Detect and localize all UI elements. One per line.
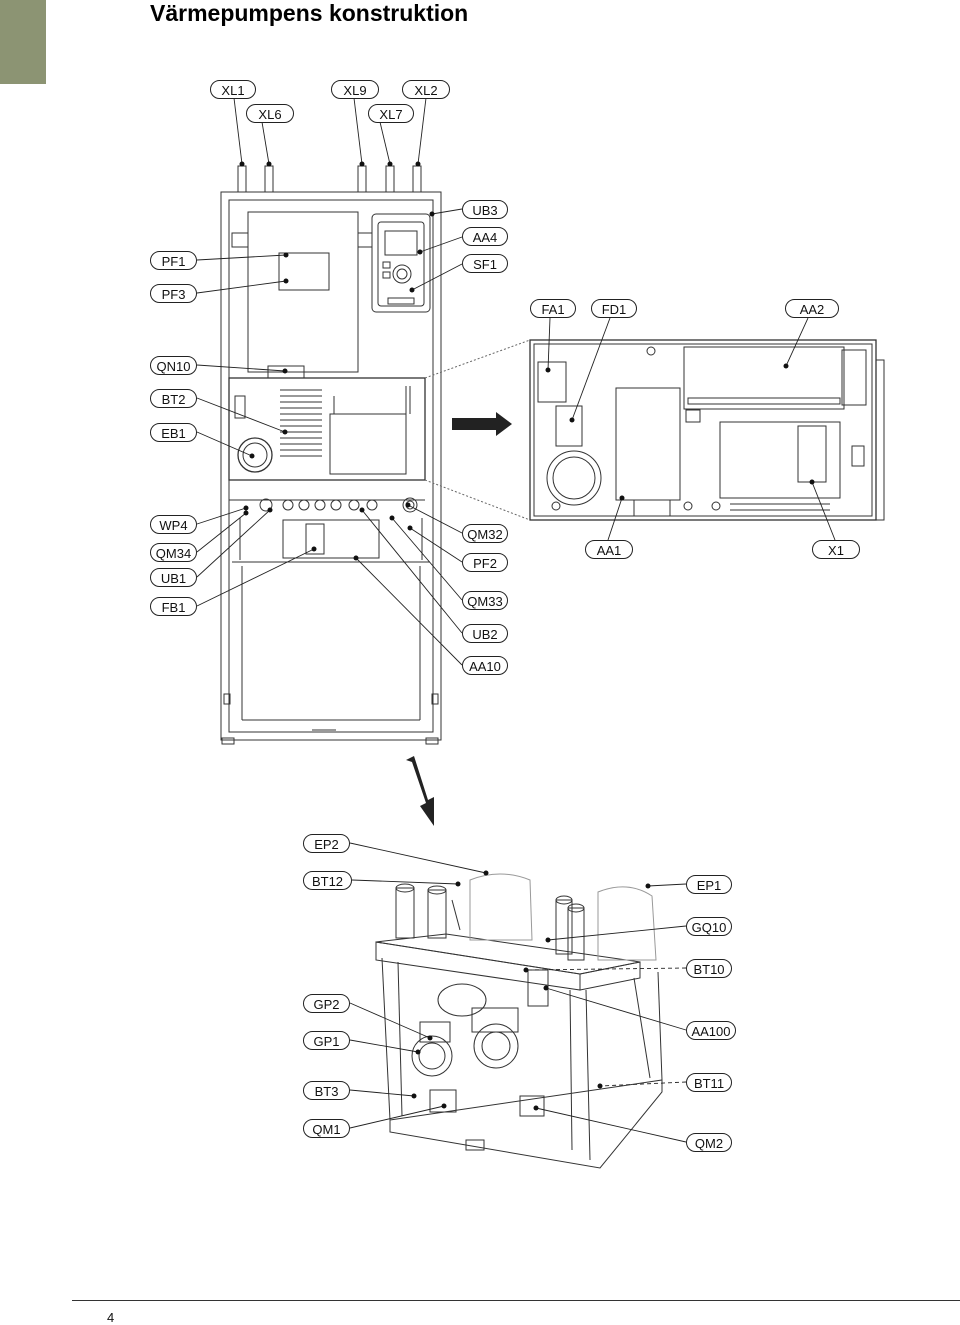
label-qm2: QM2 bbox=[686, 1133, 732, 1152]
label-ub1: UB1 bbox=[150, 568, 197, 587]
footer-rule bbox=[72, 1300, 960, 1301]
leader-dots bbox=[239, 161, 815, 1111]
label-sf1: SF1 bbox=[462, 254, 508, 273]
section-tab bbox=[0, 0, 46, 84]
label-aa100: AA100 bbox=[686, 1021, 736, 1040]
leader-lines bbox=[196, 97, 836, 1143]
label-ub2: UB2 bbox=[462, 624, 508, 643]
label-eb1: EB1 bbox=[150, 423, 197, 442]
label-bt10: BT10 bbox=[686, 959, 732, 978]
label-bt2: BT2 bbox=[150, 389, 197, 408]
label-xl7: XL7 bbox=[368, 104, 414, 123]
arrow-to-module bbox=[406, 756, 434, 826]
label-aa2: AA2 bbox=[785, 299, 839, 318]
label-qm1: QM1 bbox=[303, 1119, 350, 1138]
label-xl6: XL6 bbox=[246, 104, 294, 123]
label-gp2: GP2 bbox=[303, 994, 350, 1013]
label-aa10: AA10 bbox=[462, 656, 508, 675]
label-pf1: PF1 bbox=[150, 251, 197, 270]
label-gp1: GP1 bbox=[303, 1031, 350, 1050]
label-fb1: FB1 bbox=[150, 597, 197, 616]
label-bt3: BT3 bbox=[303, 1081, 350, 1100]
label-qm32: QM32 bbox=[462, 524, 508, 543]
label-xl2: XL2 bbox=[402, 80, 450, 99]
label-bt12: BT12 bbox=[303, 871, 352, 890]
label-aa1: AA1 bbox=[585, 540, 633, 559]
label-bt11: BT11 bbox=[686, 1073, 732, 1092]
heat-pump-cabinet bbox=[220, 165, 442, 745]
label-pf2: PF2 bbox=[462, 553, 508, 572]
label-wp4: WP4 bbox=[150, 515, 197, 534]
label-fa1: FA1 bbox=[530, 299, 576, 318]
cooling-module bbox=[375, 873, 663, 1169]
label-ep2: EP2 bbox=[303, 834, 350, 853]
page-title: Värmepumpens konstruktion bbox=[150, 0, 469, 26]
label-pf3: PF3 bbox=[150, 284, 197, 303]
detail-callout bbox=[424, 339, 531, 521]
label-fd1: FD1 bbox=[591, 299, 637, 318]
label-qm33: QM33 bbox=[462, 591, 508, 610]
label-gq10: GQ10 bbox=[686, 917, 732, 936]
label-xl1: XL1 bbox=[210, 80, 256, 99]
label-ep1: EP1 bbox=[686, 875, 732, 894]
label-qm34: QM34 bbox=[150, 543, 197, 562]
page-number: 4 bbox=[107, 1310, 115, 1325]
arrow-to-detail bbox=[452, 412, 512, 436]
label-x1: X1 bbox=[812, 540, 860, 559]
label-qn10: QN10 bbox=[150, 356, 197, 375]
electrical-box-detail bbox=[529, 339, 885, 521]
label-aa4: AA4 bbox=[462, 227, 508, 246]
label-xl9: XL9 bbox=[331, 80, 379, 99]
label-ub3: UB3 bbox=[462, 200, 508, 219]
